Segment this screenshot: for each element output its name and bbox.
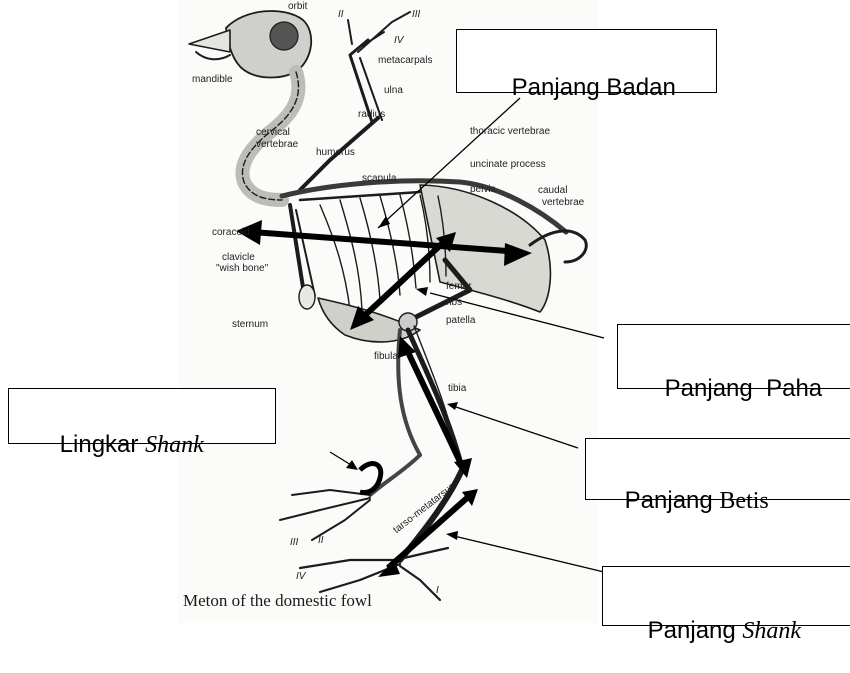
wishbone-tip (299, 285, 315, 309)
label-femur: femur (446, 282, 472, 292)
label-uncinate: uncinate process (470, 160, 546, 170)
label-patella: patella (446, 316, 475, 326)
text-panjang-betis-a: Panjang (625, 487, 720, 514)
label-clavicle-1: clavicle (222, 253, 255, 263)
label-toe-ii: II (318, 536, 324, 546)
metacarpal-bones (348, 12, 410, 52)
label-fibula: fibula (374, 352, 398, 362)
label-radius: radius (358, 110, 385, 120)
diagram-stage: orbit mandible II III IV metacarpals uln… (0, 0, 850, 623)
label-caudal-1: caudal (538, 186, 567, 196)
label-humerus: humerus (316, 148, 355, 158)
label-metacarpals: metacarpals (378, 56, 432, 66)
label-box-panjang-paha: Panjang Paha (617, 324, 850, 389)
label-toe-iv: IV (296, 572, 305, 582)
figure-caption: Meton of the domestic fowl (183, 591, 372, 611)
orbit-socket (270, 22, 298, 50)
label-box-panjang-shank: Panjang Shank (602, 566, 850, 626)
text-lingkar-shank-b: Shank (145, 432, 204, 458)
label-ulna: ulna (384, 86, 403, 96)
skeleton-drawing (0, 0, 850, 623)
label-toe-i: I (436, 586, 439, 596)
text-panjang-paha: Panjang Paha (665, 375, 822, 402)
label-digit-ii: II (338, 10, 344, 20)
label-sternum: sternum (232, 320, 268, 330)
label-cervical-1: cervical (256, 128, 290, 138)
label-cervical-2: vertebrae (256, 140, 298, 150)
label-mandible: mandible (192, 75, 233, 85)
text-panjang-badan: Panjang Badan (512, 74, 676, 101)
label-box-lingkar-shank: Lingkar Shank (8, 388, 276, 444)
label-scapula: scapula (362, 174, 396, 184)
label-toe-iii: III (290, 538, 298, 548)
text-panjang-betis-b: Betis (719, 488, 768, 514)
text-panjang-shank-b: Shank (742, 618, 801, 644)
label-digit-iv: IV (394, 36, 403, 46)
label-clavicle-2: "wish bone" (216, 264, 268, 274)
shank-circumference-arc (360, 464, 381, 493)
label-pelvis: pelvis (470, 185, 496, 195)
label-box-panjang-badan: Panjang Badan (456, 29, 717, 93)
far-toes (280, 490, 370, 540)
far-tarso (370, 455, 420, 495)
label-tibia: tibia (448, 384, 466, 394)
label-caudal-2: vertebrae (542, 198, 584, 208)
label-thoracic: thoracic vertebrae (470, 127, 550, 137)
label-orbit: orbit (288, 2, 307, 12)
label-digit-iii: III (412, 10, 420, 20)
text-lingkar-shank-a: Lingkar (60, 431, 145, 458)
label-coracoid: coracoid (212, 228, 250, 238)
mandible-bone (196, 52, 230, 59)
label-ribs: ribs (446, 298, 462, 308)
text-panjang-shank-a: Panjang (648, 617, 743, 644)
label-box-panjang-betis: Panjang Betis (585, 438, 850, 500)
beak (189, 30, 230, 52)
